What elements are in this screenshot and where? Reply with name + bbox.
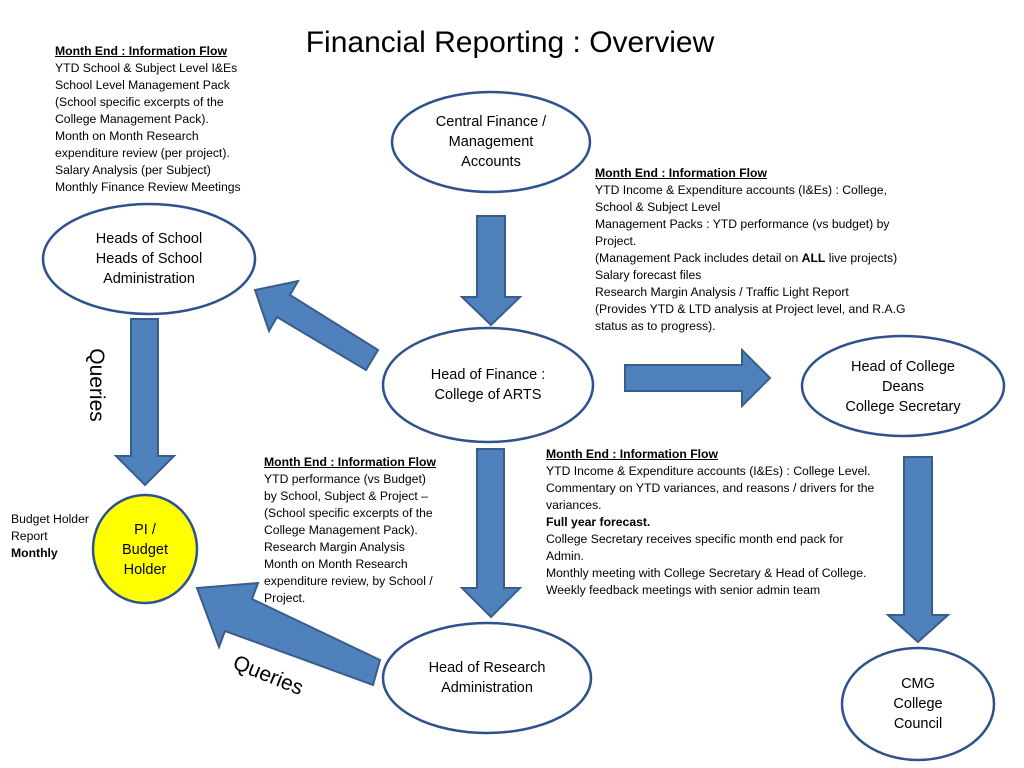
head-of-research-ellipse (381, 621, 593, 735)
node-line: Administration (441, 680, 533, 696)
info-line: variances. (546, 498, 602, 512)
info-line-management-pack: (Management Pack includes detail on ALL … (595, 250, 925, 267)
info-text: (Management Pack includes detail on (595, 251, 802, 265)
node-line: Heads of School (95, 251, 203, 267)
node-line: College of ARTS (434, 387, 542, 403)
head-of-college-ellipse (800, 334, 1006, 438)
info-line: Project. (595, 234, 637, 248)
node-line: Budget (122, 542, 168, 558)
info-line: Research Margin Analysis / Traffic Light… (595, 285, 849, 299)
info-line: School & Subject Level (595, 200, 721, 214)
node-line: Accounts (461, 154, 521, 170)
page-title: Financial Reporting : Overview (305, 26, 715, 59)
node-head-of-college: Head of College Deans College Secretary (808, 346, 998, 428)
info-line: YTD Income & Expenditure accounts (I&Es)… (595, 183, 887, 197)
info-block-heading: Month End : Information Flow (264, 455, 436, 469)
node-line: Management (448, 134, 534, 150)
info-line: YTD performance (vs Budget) (264, 472, 426, 486)
node-line: Central Finance / (435, 114, 547, 130)
node-head-of-finance: Head of Finance : College of ARTS (393, 360, 583, 410)
node-central-finance: Central Finance / Management Accounts (401, 100, 581, 184)
info-line: Month on Month Research (264, 557, 408, 571)
node-line: Heads of School (95, 231, 203, 247)
head-of-finance-ellipse (381, 326, 595, 444)
info-block-bottom-right: Month End : Information Flow YTD Income … (546, 446, 906, 599)
node-line: PI / (134, 522, 156, 538)
info-line: (School specific excerpts of the (55, 95, 224, 109)
node-heads-of-school: Heads of School Heads of School Administ… (54, 218, 244, 300)
arrow-head-of-finance-to-head-of-research (459, 448, 523, 619)
arrow-head-of-research-to-pi (195, 581, 382, 687)
info-line: by School, Subject & Project – (264, 489, 428, 503)
arrow-head-of-college-to-cmg (885, 456, 951, 644)
info-block-heading: Month End : Information Flow (55, 44, 227, 58)
info-line: Management Packs : YTD performance (vs b… (595, 217, 890, 231)
info-line: (Provides YTD & LTD analysis at Project … (595, 302, 906, 316)
info-block-heading: Month End : Information Flow (595, 166, 767, 180)
info-line: Weekly feedback meetings with senior adm… (546, 583, 821, 597)
info-text: live projects) (825, 251, 898, 265)
info-line: expenditure review, by School / (264, 574, 433, 588)
info-line: Budget Holder (11, 512, 89, 526)
node-pi-budget-holder: PI / Budget Holder (100, 509, 190, 591)
info-line: Salary forecast files (595, 268, 702, 282)
info-line: School Level Management Pack (55, 78, 230, 92)
central-finance-ellipse (390, 90, 592, 194)
info-line: College Management Pack). (264, 523, 418, 537)
info-line: Salary Analysis (per Subject) (55, 163, 211, 177)
info-line: College Management Pack). (55, 112, 209, 126)
info-line: Project. (264, 591, 306, 605)
info-line: Commentary on YTD variances, and reasons… (546, 481, 875, 495)
node-line: Council (893, 716, 943, 732)
info-line: Admin. (546, 549, 584, 563)
info-line: YTD Income & Expenditure accounts (I&Es)… (546, 464, 871, 478)
heads-of-school-ellipse (41, 202, 257, 316)
node-line: CMG (901, 676, 935, 692)
queries-label-vertical: Queries (85, 348, 108, 422)
node-head-of-research: Head of Research Administration (397, 653, 577, 703)
info-line: College Secretary receives specific mont… (546, 532, 844, 546)
node-line: Holder (123, 562, 167, 578)
arrow-head-of-finance-to-heads-of-school (253, 279, 380, 372)
info-block-top-left: Month End : Information Flow YTD School … (55, 43, 295, 196)
node-line: College (893, 696, 943, 712)
node-line: Administration (103, 271, 195, 287)
info-emphasis: Full year forecast. (546, 515, 651, 529)
info-emphasis: ALL (801, 251, 826, 265)
node-line: Head of College (851, 359, 955, 375)
info-emphasis: Monthly (11, 546, 58, 560)
info-line: Monthly Finance Review Meetings (55, 180, 241, 194)
budget-holder-report-label: Budget Holder Report Monthly (11, 511, 101, 562)
info-line: Report (11, 529, 48, 543)
info-block-heading: Month End : Information Flow (546, 447, 718, 461)
cmg-ellipse (840, 646, 996, 762)
node-line: Head of Research (428, 660, 546, 676)
info-block-top-right: Month End : Information Flow YTD Income … (595, 165, 925, 335)
arrow-central-to-head-of-finance (459, 215, 523, 327)
info-line: (School specific excerpts of the (264, 506, 433, 520)
info-line: Month on Month Research (55, 129, 199, 143)
node-line: College Secretary (845, 399, 961, 415)
info-line-bold: Full year forecast. (546, 514, 906, 531)
node-line: Head of Finance : (430, 367, 546, 383)
arrow-head-of-finance-to-head-of-college (624, 347, 772, 409)
info-line: Research Margin Analysis (264, 540, 405, 554)
info-block-middle: Month End : Information Flow YTD perform… (264, 454, 464, 607)
arrow-heads-of-school-to-pi (113, 318, 177, 487)
info-line: Monthly (11, 545, 101, 562)
node-line: Deans (882, 379, 924, 395)
info-line: Monthly meeting with College Secretary &… (546, 566, 867, 580)
node-cmg: CMG College Council (858, 663, 978, 745)
info-line: YTD School & Subject Level I&Es (55, 61, 238, 75)
info-line: status as to progress). (595, 319, 716, 333)
pi-ellipse (91, 493, 199, 605)
info-line: expenditure review (per project). (55, 146, 230, 160)
